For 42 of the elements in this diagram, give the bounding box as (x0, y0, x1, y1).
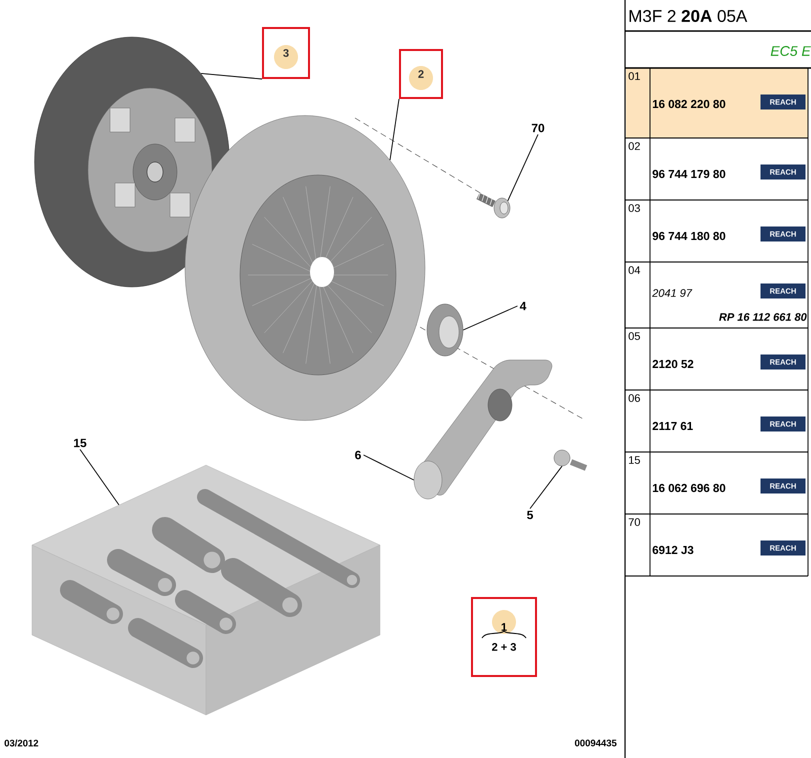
drawing-number: 00094435 (574, 740, 617, 746)
leader-line (507, 134, 538, 202)
leader-line (80, 448, 120, 506)
callout-number: 4 (520, 302, 526, 310)
row-number: 70 (628, 518, 640, 526)
part-number: 6912 J3 (652, 546, 694, 554)
leader-line (462, 306, 518, 330)
row-number: 04 (628, 266, 640, 274)
callout-number: 6 (355, 450, 361, 460)
callout-number: 2 (399, 49, 443, 99)
part-number: 96 744 179 80 (652, 170, 726, 178)
release-bearing-drawing (426, 304, 464, 356)
part-number: RP 16 112 661 80 (719, 313, 807, 321)
bolt-drawing (476, 192, 510, 218)
callout-number: 5 (527, 510, 533, 520)
pressure-plate-drawing (184, 115, 426, 421)
part-number: 96 744 180 80 (652, 232, 726, 240)
release-fork-drawing (414, 360, 552, 500)
row-number: 06 (628, 394, 640, 402)
part-number: 2120 52 (652, 360, 694, 368)
kit-callout-box: 1 2 + 3 (471, 597, 537, 677)
part-number: 2117 61 (652, 422, 693, 430)
part-number: 16 082 220 80 (652, 100, 726, 108)
callout-number: 3 (262, 27, 310, 79)
row-number: 03 (628, 204, 640, 212)
leader-line (530, 466, 562, 510)
part-number: 16 062 696 80 (652, 484, 726, 492)
row-number: 15 (629, 456, 640, 464)
engine-code: EC5 E (770, 46, 811, 56)
part-number: 2041 97 (652, 289, 692, 297)
date-text: 03/2012 (4, 739, 38, 747)
row-number: 05 (628, 332, 640, 340)
row-number: 02 (628, 142, 640, 150)
table-header: M3F 2 20A 05A (630, 10, 748, 22)
leader-line (200, 73, 262, 80)
leader-line (363, 454, 414, 480)
callout-number: 70 (532, 124, 544, 132)
tool-kit-drawing (32, 464, 380, 716)
pivot-ball-drawing (554, 450, 588, 471)
callout-number: 15 (74, 438, 86, 448)
leader-line (390, 98, 400, 160)
row-number: 01 (628, 72, 640, 80)
